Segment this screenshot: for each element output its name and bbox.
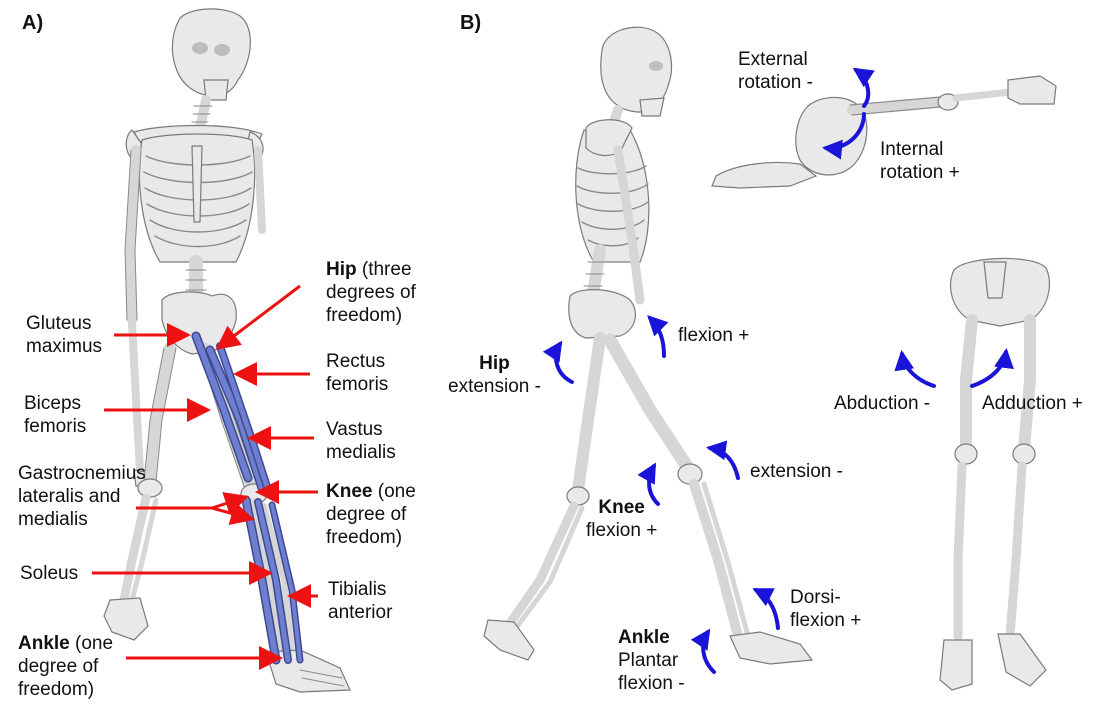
hip-extension-text: extension - — [448, 376, 541, 397]
hip-b-bold-text: Hip — [479, 353, 510, 374]
dorsiflexion-arrow — [756, 590, 778, 628]
skeleton-b-front-view — [940, 258, 1049, 690]
knee-dof-line2: degree of — [326, 504, 406, 525]
knee-extension-label: extension - — [750, 460, 843, 483]
rectus-line2: femoris — [326, 374, 388, 395]
knee-bold-text: Knee — [326, 481, 372, 502]
dorsi-line2: flexion + — [790, 610, 861, 631]
hip-extension-label: Hip extension - — [448, 352, 541, 398]
external-line2: rotation - — [738, 72, 813, 93]
external-line1: External — [738, 49, 808, 70]
skeleton-a — [104, 9, 350, 692]
soleus-label: Soleus — [20, 562, 78, 585]
internal-line1: Internal — [880, 139, 943, 160]
knee-dof-line3: freedom) — [326, 527, 402, 548]
muscles-a — [196, 336, 300, 660]
biceps-line2: femoris — [24, 416, 86, 437]
abduction-label: Abduction - — [834, 392, 930, 415]
external-rotation-label: External rotation - — [738, 48, 813, 94]
gluteus-label: Gluteus maximus — [26, 312, 102, 358]
panel-b-label: B) — [460, 12, 481, 35]
gastro-arrow-2 — [212, 497, 246, 508]
knee-flexion-text: flexion + — [586, 520, 657, 541]
adduction-label: Adduction + — [982, 392, 1083, 415]
hip-dof-label: Hip (three degrees of freedom) — [326, 258, 416, 327]
hip-bold-text: Hip — [326, 259, 357, 280]
vastus-line2: medialis — [326, 442, 396, 463]
hip-dof-line1: (three — [357, 259, 412, 280]
biceps-line1: Biceps — [24, 393, 81, 414]
hip-extension-arrow — [556, 344, 572, 382]
ankle-b-bold-text: Ankle — [618, 627, 670, 648]
tibialis-label: Tibialis anterior — [328, 578, 392, 624]
ankle-dof-line2: degree of — [18, 656, 98, 677]
hip-flexion-arrow — [650, 318, 664, 356]
hip-dof-line3: freedom) — [326, 305, 402, 326]
skeleton-b-walking — [484, 27, 812, 664]
tibialis-line2: anterior — [328, 602, 392, 623]
plantarflexion-arrow — [703, 632, 714, 672]
ankle-dof-line3: freedom) — [18, 679, 94, 700]
ankle-dof-label: Ankle (one degree of freedom) — [18, 632, 113, 701]
knee-dof-line1: (one — [372, 481, 415, 502]
vastus-label: Vastus medialis — [326, 418, 396, 464]
plantar-line2: Plantar — [618, 650, 678, 671]
hip-flexion-label: flexion + — [678, 324, 749, 347]
internal-rotation-label: Internal rotation + — [880, 138, 960, 184]
knee-extension-arrow — [710, 448, 738, 478]
panel-a-label: A) — [22, 12, 43, 35]
rectus-label: Rectus femoris — [326, 350, 388, 396]
internal-line2: rotation + — [880, 162, 960, 183]
plantar-line3: flexion - — [618, 673, 685, 694]
ankle-bold-text: Ankle — [18, 633, 70, 654]
external-rotation-arrow — [856, 70, 868, 106]
gastro-line3: medialis — [18, 509, 88, 530]
knee-flexion-label: Knee flexion + — [586, 496, 657, 542]
adduction-arrow — [972, 352, 1006, 386]
ankle-plantarflexion-label: Ankle Plantar flexion - — [618, 626, 685, 695]
gastro-line2: lateralis and — [18, 486, 120, 507]
dorsiflexion-label: Dorsi- flexion + — [790, 586, 861, 632]
abduction-arrow — [902, 354, 934, 386]
hip-dof-line2: degrees of — [326, 282, 416, 303]
dorsi-line1: Dorsi- — [790, 587, 841, 608]
tibialis-line1: Tibialis — [328, 579, 386, 600]
biceps-label: Biceps femoris — [24, 392, 86, 438]
gastrocnemius-label: Gastrocnemius lateralis and medialis — [18, 462, 146, 531]
gastro-line1: Gastrocnemius — [18, 463, 146, 484]
ankle-dof-line1: (one — [70, 633, 113, 654]
knee-dof-label: Knee (one degree of freedom) — [326, 480, 416, 549]
vastus-line1: Vastus — [326, 419, 383, 440]
gluteus-line1: Gluteus — [26, 313, 91, 334]
rectus-line1: Rectus — [326, 351, 385, 372]
gluteus-line2: maximus — [26, 336, 102, 357]
knee-b-bold-text: Knee — [598, 497, 644, 518]
